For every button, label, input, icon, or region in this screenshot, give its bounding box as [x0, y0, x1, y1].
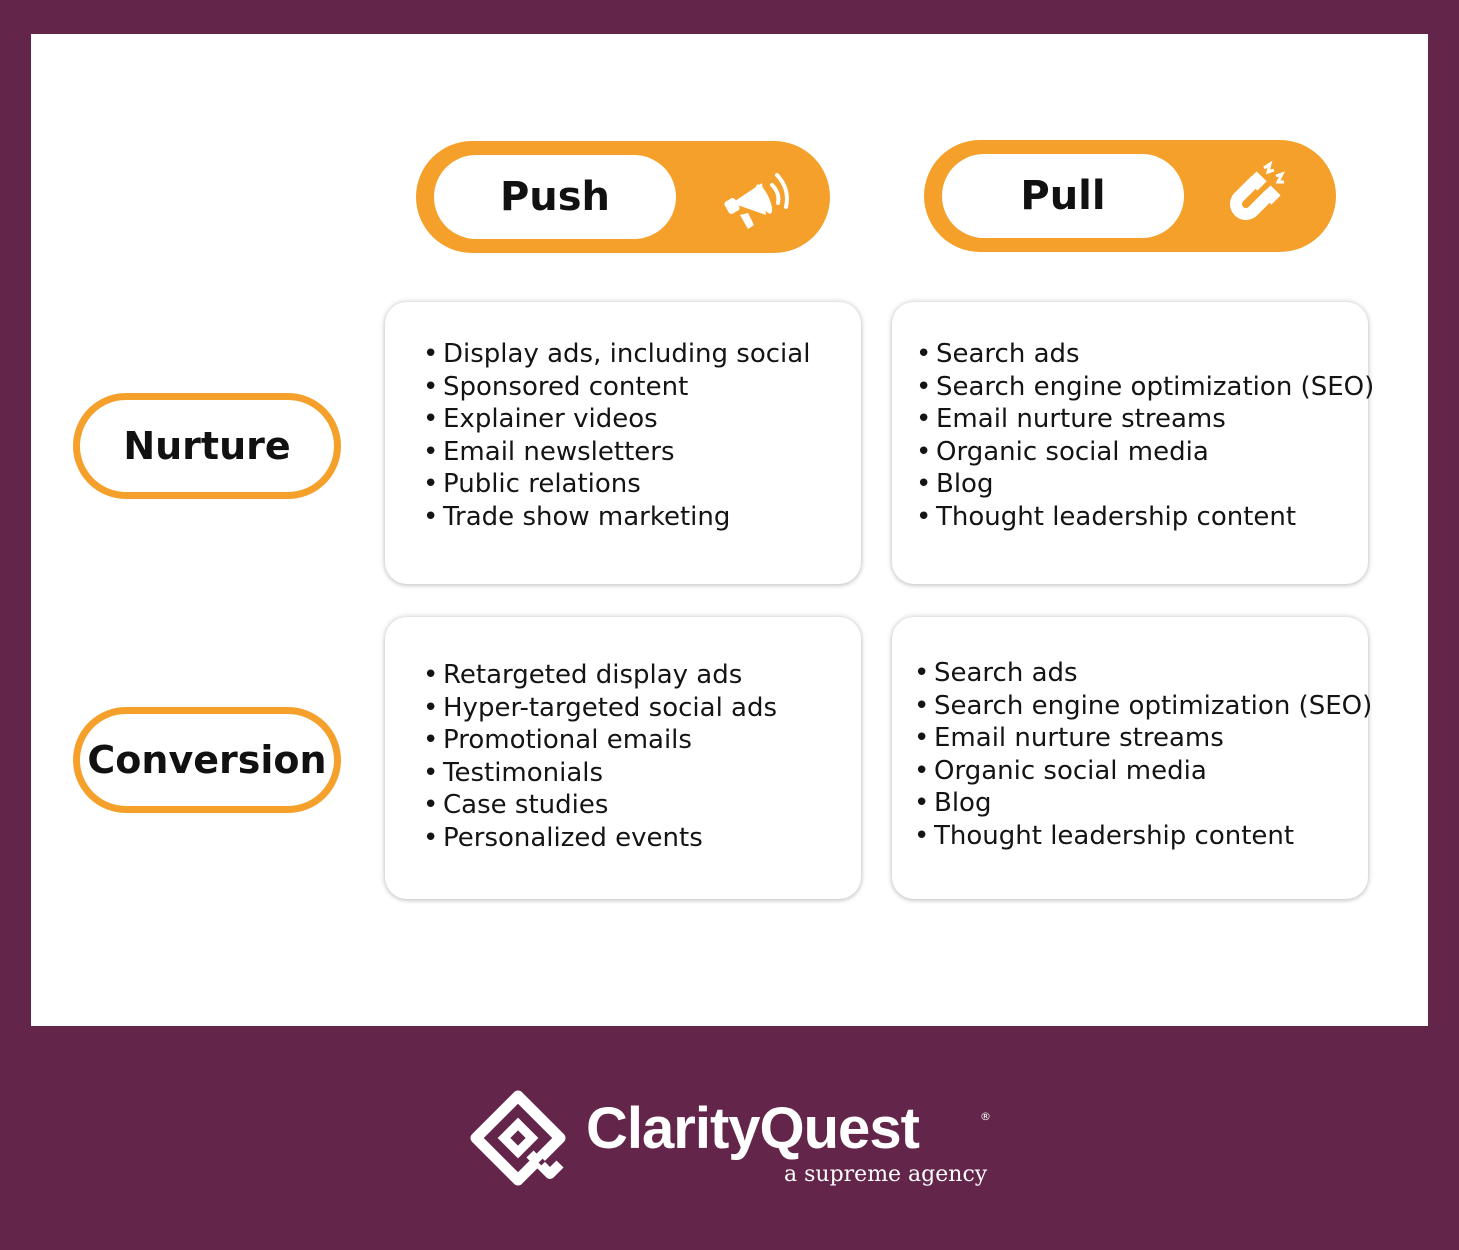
column-header-label: Pull	[942, 154, 1184, 238]
row-label-nurture: Nurture	[73, 393, 341, 499]
column-header-push: Push	[416, 141, 830, 253]
list-item: •Organic social media	[914, 755, 1207, 786]
card-conversion-push: •Retargeted display ads •Hyper-targeted …	[385, 617, 861, 899]
list-item: •Testimonials	[423, 757, 604, 788]
list-item: •Explainer videos	[423, 404, 658, 435]
list-item: •Public relations	[423, 469, 641, 500]
bullet-list: •Display ads, including social •Sponsore…	[423, 338, 810, 534]
list-item: •Blog	[914, 788, 992, 819]
card-conversion-pull: •Search ads •Search engine optimization …	[892, 617, 1372, 899]
list-item: •Sponsored content	[423, 371, 689, 402]
column-header-label: Push	[434, 155, 676, 239]
bullet-list: •Search ads •Search engine optimization …	[916, 338, 1374, 534]
list-item: •Email nurture streams	[916, 404, 1226, 435]
list-item: •Email nurture streams	[914, 723, 1224, 754]
brand-name: ClarityQuest	[586, 1096, 920, 1161]
list-item: •Case studies	[423, 790, 609, 821]
column-header-pull: Pull	[924, 140, 1336, 252]
list-item: •Search engine optimization (SEO)	[914, 690, 1373, 721]
list-item: •Thought leadership content	[914, 820, 1295, 851]
bullet-list: •Search ads •Search engine optimization …	[914, 657, 1372, 853]
list-item: •Thought leadership content	[916, 501, 1297, 532]
row-label-conversion: Conversion	[73, 707, 341, 813]
list-item: •Organic social media	[916, 436, 1209, 467]
magnet-icon	[1230, 160, 1285, 220]
list-item: •Display ads, including social	[423, 339, 811, 369]
list-item: •Hyper-targeted social ads	[423, 692, 778, 723]
clarityquest-logo-icon	[470, 1090, 566, 1186]
brand-tagline: a supreme agency	[784, 1162, 988, 1187]
megaphone-icon	[724, 173, 789, 229]
list-item: •Promotional emails	[423, 725, 692, 756]
list-item: •Blog	[916, 469, 994, 500]
card-nurture-pull: •Search ads •Search engine optimization …	[892, 302, 1374, 584]
list-item: •Search ads	[914, 658, 1078, 688]
list-item: •Personalized events	[423, 822, 703, 853]
list-item: •Search engine optimization (SEO)	[916, 371, 1375, 402]
list-item: •Trade show marketing	[423, 501, 731, 532]
registered-mark: ®	[980, 1110, 991, 1123]
list-item: •Search ads	[916, 339, 1080, 369]
list-item: •Retargeted display ads	[423, 660, 743, 690]
card-nurture-push: •Display ads, including social •Sponsore…	[385, 302, 861, 584]
bullet-list: •Retargeted display ads •Hyper-targeted …	[423, 659, 777, 855]
list-item: •Email newsletters	[423, 436, 675, 467]
